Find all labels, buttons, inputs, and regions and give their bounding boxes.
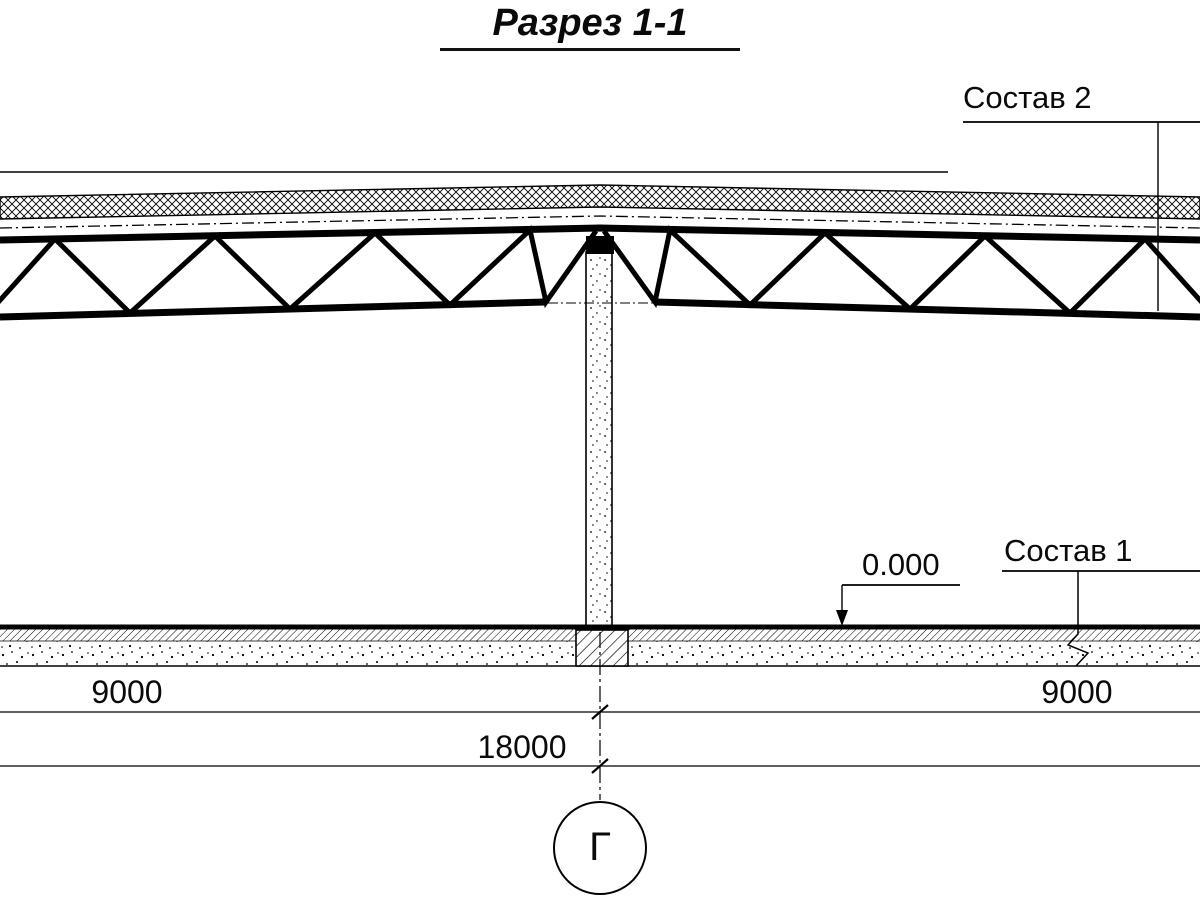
column [585,251,613,631]
truss-left-bottom-chord [0,298,546,321]
truss-right-bottom-chord [654,298,1200,321]
roof-deck-axis-line [0,215,1200,229]
truss-left-diagonals [0,225,599,317]
axis-circle [553,801,647,895]
composition1-leader [1002,570,1200,667]
axis-label: Г [589,825,611,869]
dimension-left-span: 9000 [91,674,163,710]
elevation-value: 0.000 [862,547,940,582]
column-cap [586,236,614,254]
dimension-tick-center-2 [591,758,609,774]
dimension-total-span: 18000 [477,729,567,765]
elevation-arrowhead [836,610,848,626]
truss-left [0,225,599,321]
column-footing [575,629,629,667]
dimension-right-span: 9000 [1041,674,1113,710]
truss-right [601,225,1200,321]
elevation-marker [836,584,960,626]
dimension-line-total [0,758,1200,774]
truss-top-chord [0,224,1200,244]
roof-insulation-layer [0,184,1200,220]
dimension-tick-center-1 [591,704,609,720]
dimension-line-spans [0,704,1200,720]
composition2-leader [963,121,1200,311]
composition1-label: Состав 1 [1004,533,1133,568]
composition2-label: Состав 2 [963,80,1092,115]
truss-right-diagonals [601,225,1200,317]
drawing-title: Разрез 1-1 [440,2,740,51]
